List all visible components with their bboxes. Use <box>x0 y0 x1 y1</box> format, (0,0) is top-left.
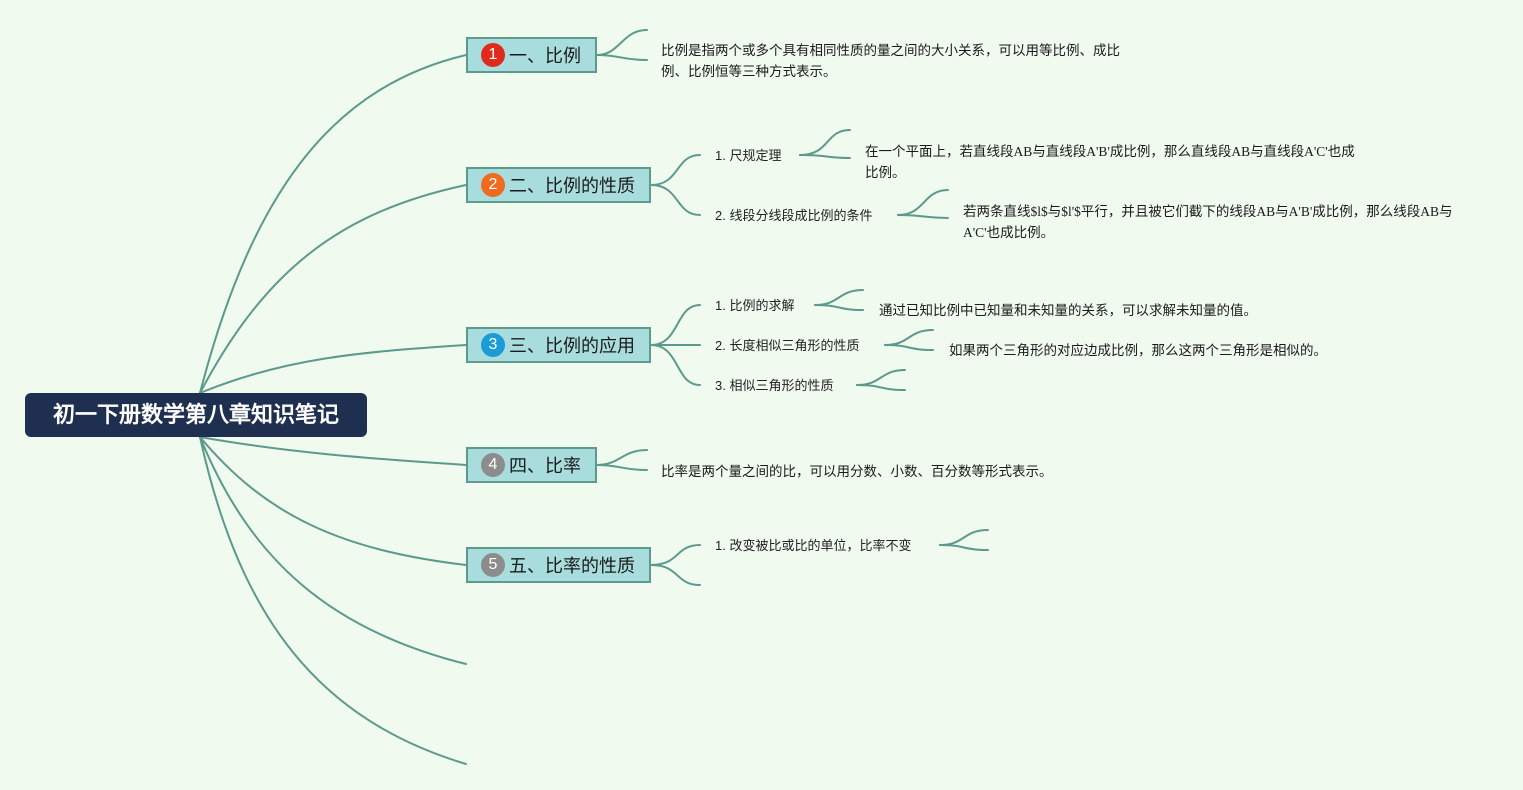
connector-sub-triangle-leaf <box>856 369 906 386</box>
connector-topic-2-sub-2 <box>650 184 701 216</box>
connector-root-topic-3 <box>199 344 467 394</box>
connector-sub-length-note <box>884 344 934 351</box>
connector-sub-triangle-leaf <box>856 384 906 391</box>
connector-topic-4-note <box>596 464 648 471</box>
connector-topic-1-note <box>596 29 648 56</box>
number-badge-4: 4 <box>481 453 505 477</box>
subtopic-rate-unit-change[interactable]: 1. 改变被比或比的单位，比率不变 <box>715 538 912 553</box>
number-badge-1: 1 <box>481 43 505 67</box>
subtopic-similar-triangle-length[interactable]: 2. 长度相似三角形的性质 <box>715 338 860 353</box>
subtopic-solving-ratio[interactable]: 1. 比例的求解 <box>715 298 795 313</box>
topic-label: 一、比例 <box>509 46 581 66</box>
topic-label: 四、比率 <box>509 456 581 476</box>
connector-sub-solving-note <box>814 289 864 306</box>
connector-root-empty-7 <box>199 436 467 765</box>
note-segment-condition: 若两条直线$l$与$l'$平行，并且被它们截下的线段AB与A'B'成比例，那么线… <box>963 204 1453 240</box>
topic-node-rate[interactable]: 4 四、比率 <box>466 447 597 483</box>
connector-sub-solving-note <box>814 304 864 311</box>
number-badge-2: 2 <box>481 173 505 197</box>
connector-root-empty-6 <box>199 436 467 665</box>
connector-sub-ruler-note <box>799 154 851 159</box>
note-solving-ratio: 通过已知比例中已知量和未知量的关系，可以求解未知量的值。 <box>879 303 1257 318</box>
root-node[interactable]: 初一下册数学第八章知识笔记 <box>25 393 367 437</box>
topic-node-ratio-applications[interactable]: 3 三、比例的应用 <box>466 327 651 363</box>
note-similar-triangle-length: 如果两个三角形的对应边成比例，那么这两个三角形是相似的。 <box>949 343 1327 358</box>
subtopic-similar-triangle[interactable]: 3. 相似三角形的性质 <box>715 378 834 393</box>
connector-sub-length-note <box>884 329 934 346</box>
topic-node-ratio-properties[interactable]: 2 二、比例的性质 <box>466 167 651 203</box>
connector-sub-unit-leaf <box>939 544 989 551</box>
note-rate-definition: 比率是两个量之间的比，可以用分数、小数、百分数等形式表示。 <box>661 464 1053 479</box>
connector-root-topic-2 <box>199 184 467 394</box>
topic-label: 三、比例的应用 <box>509 336 635 356</box>
connector-sub-ruler-note <box>799 129 851 156</box>
connector-topic-4-note <box>596 449 648 466</box>
number-badge-3: 3 <box>481 333 505 357</box>
connector-topic-5-empty <box>650 564 701 586</box>
subtopic-ruler-theorem[interactable]: 1. 尺规定理 <box>715 148 782 163</box>
connector-topic-2-sub-1 <box>650 154 701 186</box>
connector-sub-segment-note <box>897 214 949 219</box>
topic-node-rate-properties[interactable]: 5 五、比率的性质 <box>466 547 651 583</box>
connector-sub-segment-note <box>897 189 949 216</box>
connector-sub-unit-leaf <box>939 529 989 546</box>
connector-root-topic-4 <box>199 436 467 466</box>
connector-root-topic-1 <box>199 54 467 394</box>
connector-topic-3-sub-1 <box>650 304 701 346</box>
number-badge-5: 5 <box>481 553 505 577</box>
connector-topic-3-sub-3 <box>650 344 701 386</box>
connector-root-topic-5 <box>199 436 467 566</box>
connector-topic-5-sub-1 <box>650 544 701 566</box>
connector-topic-1-note <box>596 54 648 61</box>
note-ruler-theorem: 在一个平面上，若直线段AB与直线段A'B'成比例，那么直线段AB与直线段A'C'… <box>865 144 1355 180</box>
topic-node-ratio[interactable]: 1 一、比例 <box>466 37 597 73</box>
topic-label: 五、比率的性质 <box>509 556 635 576</box>
subtopic-segment-condition[interactable]: 2. 线段分线段成比例的条件 <box>715 208 873 223</box>
note-ratio-definition: 比例是指两个或多个具有相同性质的量之间的大小关系，可以用等比例、成比例、比例恒等… <box>661 43 1120 79</box>
topic-label: 二、比例的性质 <box>509 176 635 196</box>
